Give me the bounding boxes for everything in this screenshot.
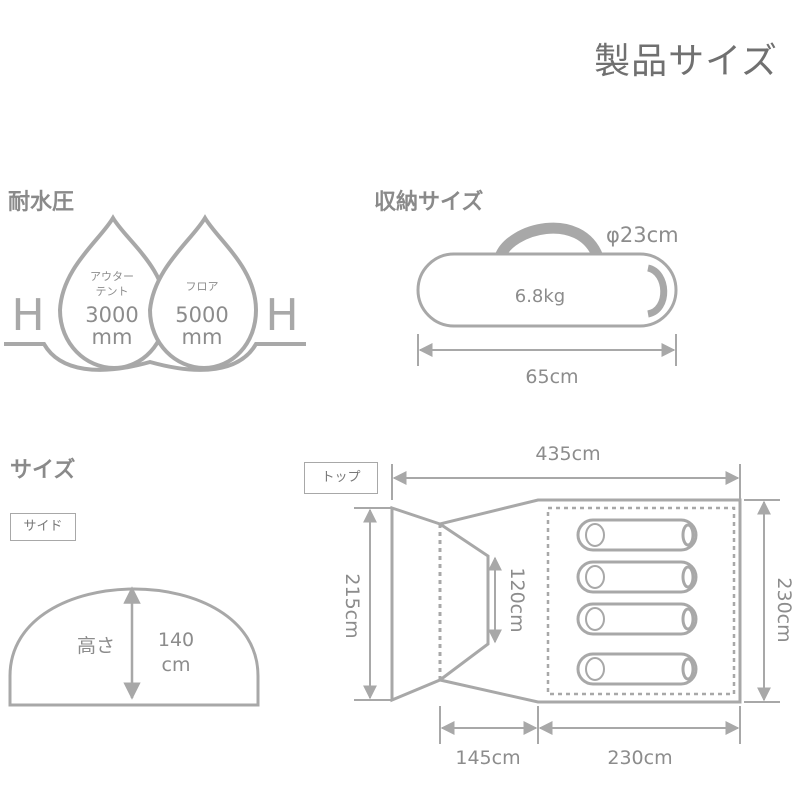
front-length-value: 145cm xyxy=(455,747,520,769)
outer-tent-value: 3000 xyxy=(85,303,138,327)
h-letter-right: H xyxy=(265,290,298,341)
water-drop-outer-icon xyxy=(57,214,169,371)
floor-unit: mm xyxy=(182,325,223,349)
floor-label: フロア xyxy=(186,280,219,293)
height-label: 高さ xyxy=(77,635,115,657)
sleeping-bag-icons xyxy=(576,518,698,686)
sleeping-bag-icon xyxy=(576,652,698,686)
height-unit: cm xyxy=(162,654,191,676)
sleeping-bag-icon xyxy=(576,560,698,594)
storage-size-title: 収納サイズ xyxy=(374,190,484,215)
storage-weight: 6.8kg xyxy=(515,286,565,307)
water-pressure-title: 耐水圧 xyxy=(8,190,75,215)
floor-value: 5000 xyxy=(175,303,228,327)
front-width-value: 215cm xyxy=(341,573,363,638)
inner-width-value: 230cm xyxy=(773,577,795,642)
storage-length: 65cm xyxy=(525,366,578,388)
storage-bag-diagram: φ23cm 6.8kg 65cm xyxy=(416,222,679,388)
ground-line-icon xyxy=(4,342,306,372)
water-pressure-diagram: H H アウター テント 3000 mm フロア 5000 mm xyxy=(4,214,306,372)
height-value: 140 xyxy=(158,629,194,651)
bag-end-icon xyxy=(646,264,668,318)
sleeping-bag-icon xyxy=(576,518,698,552)
vestibule-width-value: 120cm xyxy=(506,567,528,632)
tent-side-dome-icon xyxy=(8,587,260,707)
storage-bag-icon xyxy=(416,252,678,328)
outer-tent-unit: mm xyxy=(92,325,133,349)
total-length-value: 435cm xyxy=(535,443,600,465)
h-letter-left: H xyxy=(11,290,44,341)
water-drop-floor-icon xyxy=(147,214,259,371)
side-view-label: サイド xyxy=(10,513,76,541)
outer-tent-label-line2: テント xyxy=(96,285,129,298)
inner-length-value: 230cm xyxy=(607,747,672,769)
side-view-diagram: 高さ 140 cm xyxy=(8,586,260,707)
sleeping-bag-icon xyxy=(576,602,698,636)
storage-diameter: φ23cm xyxy=(606,223,679,247)
page-title: 製品サイズ xyxy=(594,41,778,82)
outer-tent-label-line1: アウター xyxy=(90,270,134,283)
size-title: サイズ xyxy=(10,458,76,483)
inner-tent-dashed-outline xyxy=(546,506,736,696)
top-view-diagram: 435cm xyxy=(341,443,795,769)
top-view-label: トップ xyxy=(304,462,378,494)
bag-handle-icon xyxy=(494,222,604,263)
